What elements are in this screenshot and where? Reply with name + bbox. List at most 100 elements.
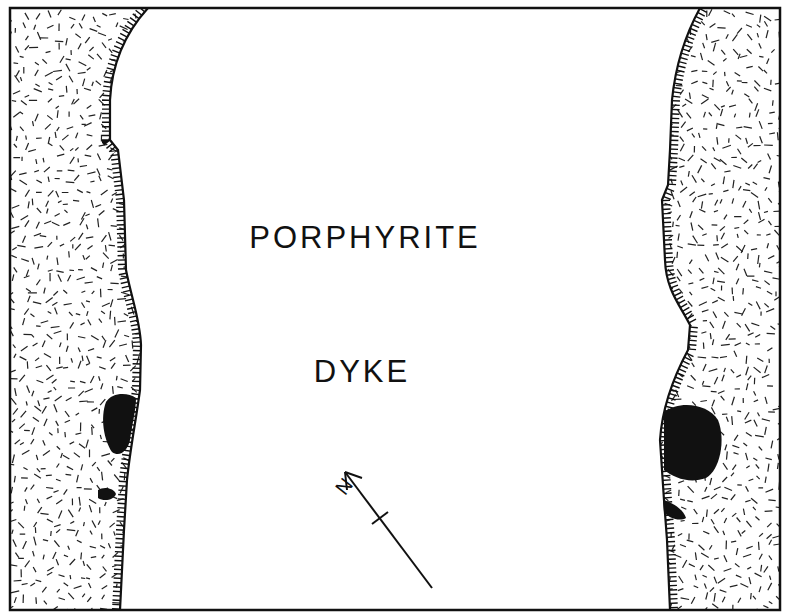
texture-dash bbox=[57, 589, 60, 592]
texture-dash bbox=[38, 507, 42, 513]
texture-dash bbox=[52, 222, 60, 226]
texture-dash bbox=[714, 211, 718, 212]
texture-dash bbox=[31, 334, 34, 337]
texture-dash bbox=[760, 15, 761, 23]
texture-dash bbox=[63, 290, 67, 294]
texture-dash bbox=[86, 237, 93, 238]
texture-dash bbox=[135, 498, 139, 505]
texture-dash bbox=[691, 70, 697, 71]
texture-dash bbox=[83, 255, 85, 260]
texture-dash bbox=[722, 477, 727, 482]
texture-dash bbox=[659, 245, 662, 251]
texture-dash bbox=[766, 489, 774, 492]
texture-dash bbox=[753, 182, 757, 185]
texture-dash bbox=[721, 396, 725, 400]
texture-dash bbox=[25, 13, 29, 20]
texture-dash bbox=[65, 411, 69, 417]
texture-dash bbox=[95, 205, 101, 207]
texture-dash bbox=[144, 372, 145, 381]
texture-dash bbox=[33, 343, 38, 346]
texture-dash bbox=[736, 375, 741, 377]
texture-dash bbox=[732, 397, 735, 405]
texture-dash bbox=[680, 187, 687, 192]
texture-dash bbox=[724, 312, 728, 316]
texture-dash bbox=[145, 346, 148, 353]
texture-dash bbox=[657, 127, 661, 130]
texture-dash bbox=[767, 385, 773, 387]
texture-dash bbox=[59, 575, 65, 577]
texture-dash bbox=[732, 445, 739, 447]
texture-dash bbox=[20, 534, 26, 535]
texture-dash bbox=[695, 575, 696, 580]
texture-dash bbox=[90, 29, 98, 32]
texture-dash bbox=[746, 138, 748, 144]
texture-dash bbox=[678, 354, 682, 360]
texture-dash bbox=[102, 235, 107, 242]
texture-dash bbox=[720, 590, 727, 592]
texture-dash bbox=[713, 244, 719, 246]
texture-dash bbox=[30, 314, 34, 317]
texture-dash bbox=[714, 158, 721, 162]
texture-dash bbox=[135, 273, 137, 279]
texture-dash bbox=[36, 580, 42, 582]
texture-dash bbox=[743, 443, 747, 446]
texture-dash bbox=[100, 574, 106, 578]
texture-dash bbox=[695, 552, 696, 560]
texture-dash bbox=[756, 301, 760, 309]
texture-dash bbox=[145, 510, 152, 513]
texture-dash bbox=[68, 275, 71, 281]
texture-dash bbox=[756, 287, 761, 289]
texture-dash bbox=[700, 278, 705, 280]
texture-dash bbox=[43, 451, 50, 456]
texture-dash bbox=[759, 263, 761, 267]
texture-dash bbox=[34, 170, 39, 172]
texture-dash bbox=[134, 287, 136, 292]
texture-dash bbox=[714, 558, 719, 559]
texture-dash bbox=[142, 109, 144, 115]
texture-dash bbox=[101, 311, 105, 314]
texture-dash bbox=[47, 496, 53, 499]
texture-dash bbox=[130, 181, 134, 188]
texture-dash bbox=[664, 378, 672, 382]
texture-dash bbox=[42, 341, 45, 348]
texture-dash bbox=[114, 475, 119, 481]
texture-dash bbox=[28, 201, 29, 208]
texture-dash bbox=[86, 440, 88, 448]
texture-dash bbox=[688, 155, 694, 161]
texture-dash bbox=[687, 501, 693, 502]
texture-dash bbox=[128, 542, 134, 544]
texture-dash bbox=[143, 518, 147, 525]
texture-dash bbox=[672, 222, 674, 227]
texture-dash bbox=[25, 487, 27, 491]
texture-dash bbox=[134, 90, 142, 92]
texture-dash bbox=[721, 50, 725, 55]
texture-dash bbox=[19, 173, 26, 175]
texture-dash bbox=[26, 270, 28, 277]
texture-dash bbox=[77, 190, 83, 193]
texture-dash bbox=[81, 323, 85, 325]
texture-dash bbox=[699, 209, 705, 212]
texture-dash bbox=[60, 343, 62, 348]
texture-dash bbox=[78, 72, 86, 73]
texture-dash bbox=[48, 177, 49, 182]
texture-dash bbox=[140, 596, 147, 599]
texture-dash bbox=[764, 88, 771, 91]
texture-dash bbox=[78, 361, 81, 369]
texture-dash bbox=[79, 23, 82, 28]
texture-dash bbox=[47, 567, 53, 571]
texture-dash bbox=[36, 137, 42, 139]
texture-dash bbox=[66, 398, 72, 401]
texture-dash bbox=[70, 237, 75, 241]
texture-dash bbox=[657, 506, 658, 511]
texture-dash bbox=[743, 509, 744, 515]
texture-dash bbox=[140, 139, 145, 141]
texture-dash bbox=[114, 317, 116, 325]
texture-dash bbox=[144, 198, 151, 200]
texture-dash bbox=[142, 472, 143, 477]
texture-dash bbox=[673, 324, 674, 328]
texture-dash bbox=[654, 335, 657, 338]
texture-dash bbox=[658, 275, 662, 278]
texture-dash bbox=[145, 487, 148, 491]
texture-dash bbox=[135, 241, 141, 246]
texture-dash bbox=[13, 157, 20, 158]
